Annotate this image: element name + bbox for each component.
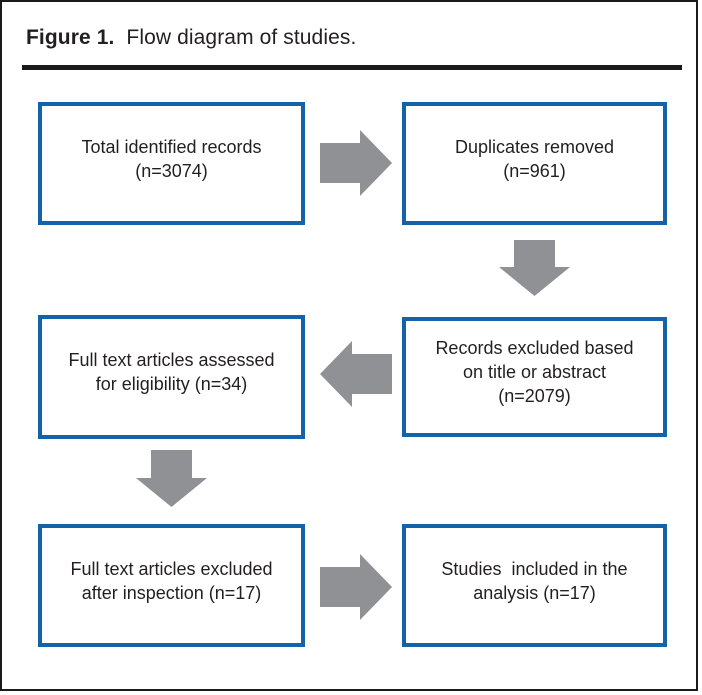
right-arrow-icon — [320, 130, 392, 196]
figure-label: Figure 1. — [26, 26, 115, 49]
down-arrow-icon — [499, 240, 570, 296]
right-arrow-icon — [320, 554, 392, 620]
flow-node-fulltext-assessed: Full text articles assessed for eligibil… — [38, 315, 305, 439]
flow-node-records-excluded: Records excluded based on title or abstr… — [402, 317, 667, 437]
flow-node-fulltext-excluded: Full text articles excluded after inspec… — [38, 524, 305, 647]
flow-node-duplicates-removed: Duplicates removed (n=961) — [402, 102, 667, 225]
left-arrow-icon — [320, 341, 392, 407]
flow-node-total-identified-records: Total identified records (n=3074) — [38, 102, 305, 225]
figure-caption: Flow diagram of studies. — [126, 26, 357, 49]
figure-title: Figure 1. Flow diagram of studies. — [26, 26, 356, 50]
flow-node-studies-included: Studies included in the analysis (n=17) — [402, 524, 667, 647]
down-arrow-icon — [136, 450, 207, 507]
title-divider — [22, 65, 682, 70]
